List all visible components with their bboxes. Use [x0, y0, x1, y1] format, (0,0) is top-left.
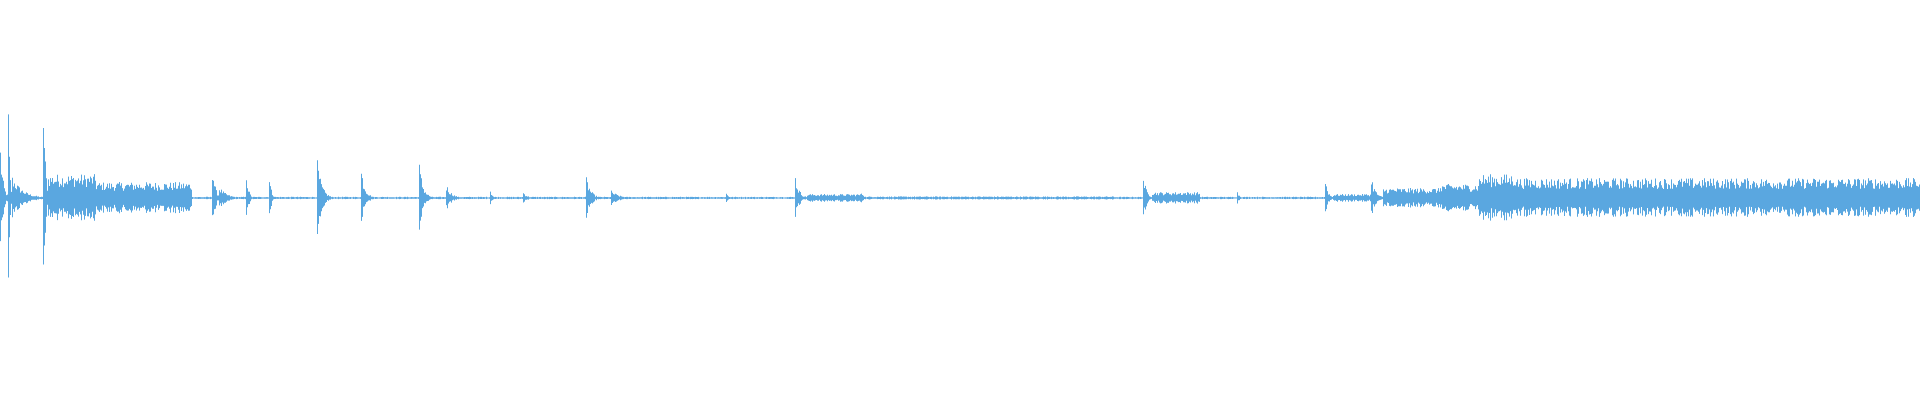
waveform-bars: [0, 114, 1920, 278]
waveform-path: [0, 114, 1920, 278]
